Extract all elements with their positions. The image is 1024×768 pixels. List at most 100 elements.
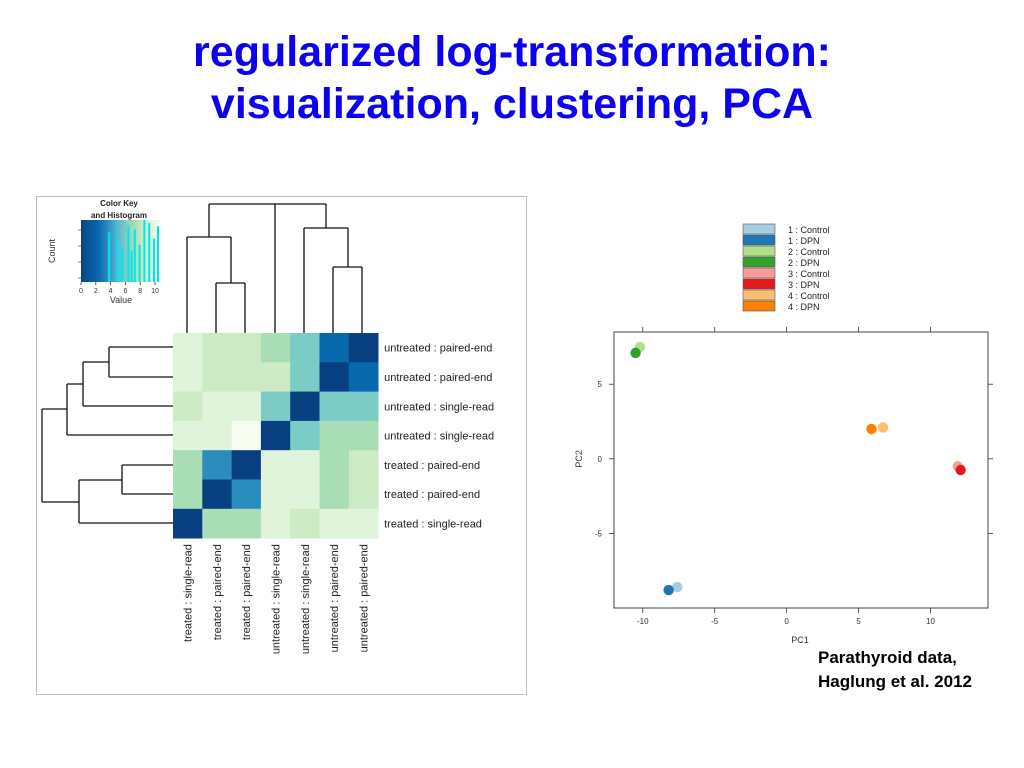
x-tick-label: 10 <box>926 617 935 626</box>
legend-label: 3 : DPN <box>788 280 820 290</box>
y-axis-label: PC2 <box>574 450 584 468</box>
heatmap-cell <box>348 333 379 363</box>
slide-title: regularized log-transformation: visualiz… <box>0 26 1024 130</box>
heatmap-cell <box>319 333 350 363</box>
heatmap-cell <box>231 333 262 363</box>
heatmap-cell <box>348 362 379 392</box>
color-key-tick-label: 6 <box>123 288 127 295</box>
row-dendrogram-branch <box>108 346 173 378</box>
color-key-histogram-bar <box>153 238 155 282</box>
color-key-subtitle: and Histogram <box>91 211 147 220</box>
y-tick-label: -5 <box>595 529 603 538</box>
heatmap-cell <box>231 420 262 451</box>
heatmap-col-label: untreated : single-read <box>271 544 283 654</box>
heatmap-cell <box>260 420 291 451</box>
heatmap-cell <box>348 420 379 451</box>
heatmap-cell <box>173 362 203 392</box>
heatmap-cell <box>319 508 350 539</box>
legend-label: 2 : Control <box>788 247 830 257</box>
x-tick-label: -5 <box>711 617 719 626</box>
column-dendrogram-branch <box>332 266 363 333</box>
heatmap-cell <box>290 362 320 392</box>
heatmap-col-label: untreated : paired-end <box>329 544 341 652</box>
heatmap-cell <box>348 450 379 480</box>
x-tick-label: 0 <box>784 617 789 626</box>
heatmap-cell <box>260 391 291 422</box>
x-tick-label: 5 <box>856 617 861 626</box>
column-dendrogram-branch <box>215 282 246 333</box>
heatmap-cell <box>231 508 262 539</box>
scatter-point <box>877 422 889 433</box>
caption: Parathyroid data, Haglung et al. 2012 <box>818 646 972 694</box>
color-key-histogram-bar <box>108 232 111 282</box>
legend-label: 4 : Control <box>788 291 830 301</box>
color-key-histogram-bar <box>138 244 141 282</box>
pca-plot-frame <box>613 331 989 609</box>
color-key-histogram-bar <box>121 247 123 282</box>
color-key-histogram-bar <box>143 220 146 282</box>
color-key-tick-label: 0 <box>79 288 83 295</box>
color-key-histogram-bar <box>117 238 119 282</box>
heatmap-cell <box>231 391 262 422</box>
legend-label: 1 : DPN <box>788 236 820 246</box>
heatmap-cell <box>290 479 320 510</box>
legend-swatch <box>742 289 776 301</box>
heatmap-row-label: untreated : paired-end <box>384 343 492 355</box>
heatmap-cell <box>260 479 291 510</box>
heatmap-cell <box>290 450 320 480</box>
color-key-xlabel: Value <box>110 295 132 305</box>
color-key-histogram-bar <box>148 223 151 282</box>
x-tick-label: -10 <box>637 617 649 626</box>
y-tick-label: 5 <box>598 380 603 389</box>
heatmap-cell <box>202 479 232 510</box>
column-dendrogram-branch <box>208 203 327 237</box>
heatmap-cell <box>231 362 262 392</box>
heatmap-cell <box>290 420 320 451</box>
legend-swatch <box>742 245 776 257</box>
heatmap-row-label: untreated : single-read <box>384 431 494 443</box>
caption-line-1: Parathyroid data, <box>818 648 957 667</box>
heatmap-cell <box>260 450 291 480</box>
heatmap-cell <box>319 450 350 480</box>
scatter-point <box>630 347 641 359</box>
color-key-histogram-bar <box>157 226 159 282</box>
scatter-point <box>866 423 877 435</box>
title-line-2: visualization, clustering, PCA <box>210 80 814 128</box>
heatmap-row-label: treated : paired-end <box>384 489 480 501</box>
color-key-histogram-bar <box>133 229 136 282</box>
heatmap-panel: untreated : paired-end untreated : paired… <box>36 196 527 695</box>
y-tick-label: 0 <box>598 455 603 464</box>
row-dendrogram-branch <box>121 464 173 495</box>
scatter-point <box>663 584 674 596</box>
heatmap-row-label: treated : single-read <box>384 518 482 530</box>
heatmap-cell <box>319 362 350 392</box>
caption-line-2: Haglung et al. 2012 <box>818 672 972 691</box>
heatmap-cell <box>290 508 320 539</box>
legend-swatch <box>742 300 776 312</box>
color-key-tick-label: 10 <box>151 288 159 295</box>
heatmap-cell <box>173 391 203 422</box>
heatmap-cell <box>348 479 379 510</box>
x-axis-label: PC1 <box>791 635 809 645</box>
legend-swatch <box>742 223 776 235</box>
heatmap-cell <box>231 479 262 510</box>
heatmap-col-label: treated : paired-end <box>241 544 253 640</box>
color-key-ylabel: Count <box>47 239 57 264</box>
color-key-tick-label: 4 <box>109 288 113 295</box>
heatmap-cell <box>319 420 350 451</box>
heatmap-row-label: untreated : paired-end <box>384 372 492 384</box>
title-line-1: regularized log-transformation: <box>193 28 831 76</box>
color-key-tick-label: 2 <box>94 288 98 295</box>
heatmap-row-label: untreated : single-read <box>384 401 494 413</box>
legend-swatch <box>742 267 776 279</box>
color-key-histogram-bar <box>127 226 130 282</box>
heatmap-cell <box>260 362 291 392</box>
color-key-title: Color Key <box>100 199 138 208</box>
heatmap-cell <box>290 333 320 363</box>
heatmap-cell <box>290 391 320 422</box>
heatmap-col-label: untreated : paired-end <box>358 544 370 652</box>
heatmap-cell <box>173 420 203 451</box>
heatmap-cell <box>202 508 232 539</box>
heatmap-cell <box>348 508 379 539</box>
